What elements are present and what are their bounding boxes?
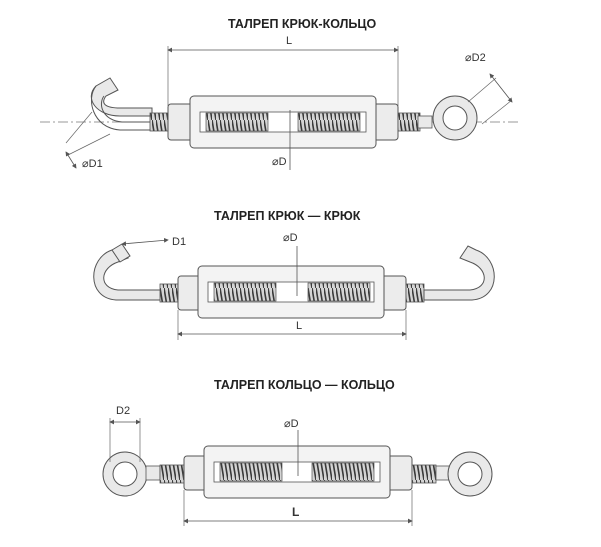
dim-length-label: L bbox=[286, 35, 293, 47]
dim-length-label: L bbox=[296, 320, 303, 332]
dim-hook-diameter-label: ⌀D1 bbox=[82, 158, 103, 170]
title-eye-eye: ТАЛРЕП КОЛЬЦО — КОЛЬЦО bbox=[214, 378, 395, 392]
dim-length-label: L bbox=[292, 505, 300, 519]
title-hook-hook: ТАЛРЕП КРЮК — КРЮК bbox=[214, 209, 361, 223]
diagram-eye-eye bbox=[102, 418, 493, 526]
dim-body-diameter-label: ⌀D bbox=[284, 418, 299, 430]
diagram-hook-eye bbox=[40, 46, 520, 170]
dim-eye-diameter-label: D2 bbox=[116, 405, 131, 417]
dim-body-diameter-label: ⌀D bbox=[283, 232, 298, 244]
diagram-hook-hook bbox=[93, 237, 495, 340]
dim-body-diameter-label: ⌀D bbox=[272, 156, 287, 168]
title-hook-eye: ТАЛРЕП КРЮК-КОЛЬЦО bbox=[228, 17, 377, 31]
dim-eye-diameter-label: ⌀D2 bbox=[465, 52, 486, 64]
dim-hook-diameter-label: D1 bbox=[172, 236, 187, 248]
hook-left bbox=[90, 77, 153, 117]
